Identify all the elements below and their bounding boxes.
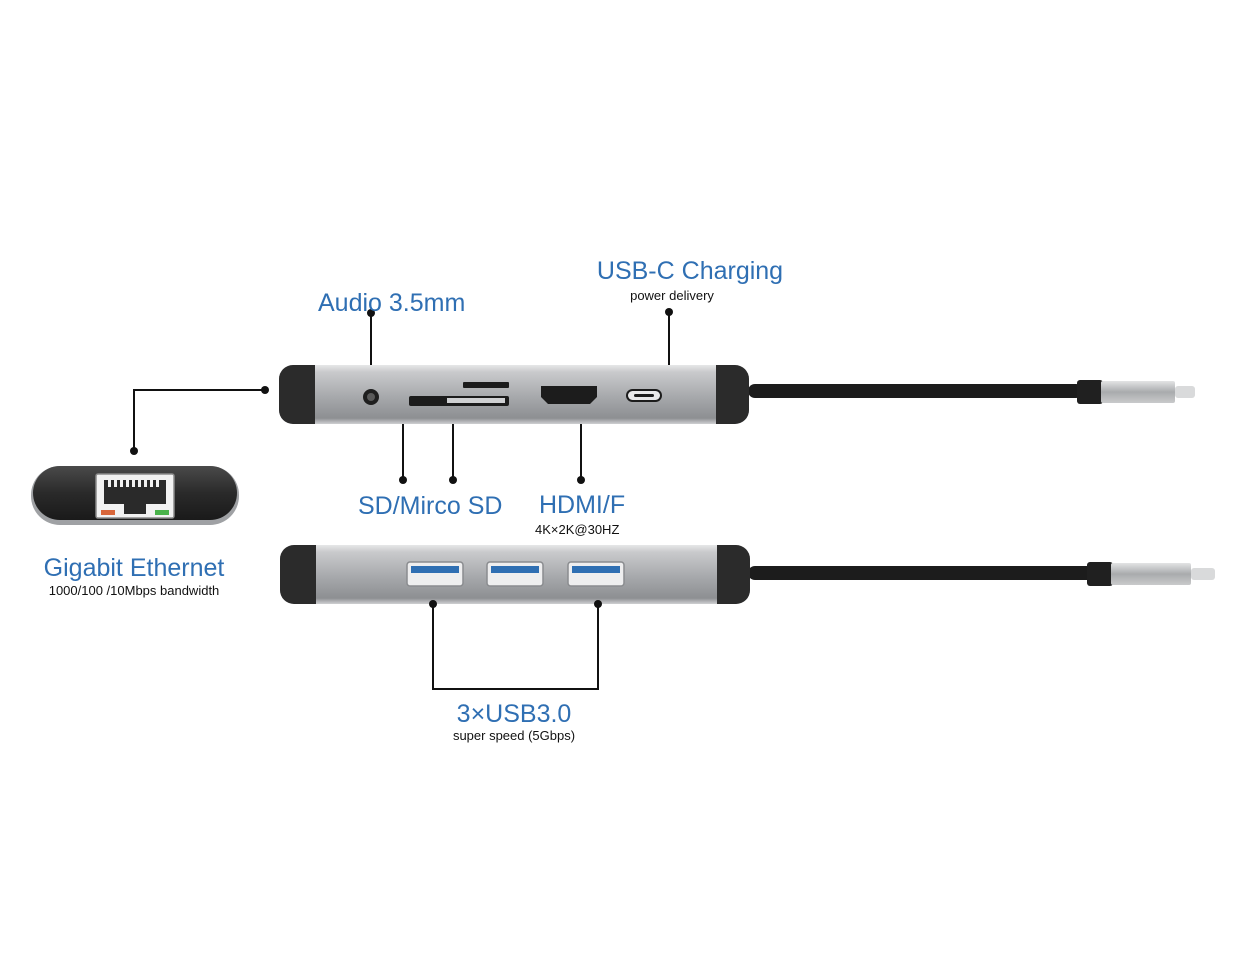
usbc-label: USB-C Charging: [596, 257, 784, 285]
ethernet-label: Gigabit Ethernet: [43, 554, 225, 582]
hub-top-cable: [748, 384, 1083, 398]
leader-dots: [130, 308, 673, 608]
hub-top-left-cap: [279, 365, 315, 424]
ethernet-led-orange: [101, 510, 115, 515]
hub-top-strain-relief: [1077, 380, 1103, 404]
ethernet-end-view: [31, 466, 239, 525]
hub-top-usb-c-plug: [1101, 381, 1175, 403]
usbc-sublabel: power delivery: [630, 288, 714, 303]
usb-a-port: [567, 561, 625, 587]
hdmi-label: HDMI/F: [539, 491, 626, 519]
hub-bottom: [280, 545, 1215, 604]
leader-usb3: [432, 604, 599, 690]
audio-label: Audio 3.5mm: [318, 289, 466, 317]
leader-ethernet: [133, 389, 265, 451]
hub-bottom-plug-tip: [1191, 568, 1215, 580]
hdmi-sublabel: 4K×2K@30HZ: [535, 522, 620, 537]
micro-sd-slot: [463, 382, 509, 388]
hub-bottom-right-cap: [717, 545, 750, 604]
usb-a-port: [406, 561, 464, 587]
hub-bottom-cable: [748, 566, 1095, 580]
sd-label: SD/Mirco SD: [358, 492, 503, 520]
usb3-label: 3×USB3.0: [456, 700, 572, 728]
hub-bottom-usb-c-plug: [1111, 563, 1191, 585]
ethernet-sublabel: 1000/100 /10Mbps bandwidth: [48, 583, 220, 598]
ethernet-led-green: [155, 510, 169, 515]
hdmi-port: [541, 386, 597, 404]
hub-bottom-left-cap: [280, 545, 316, 604]
usb3-sublabel: super speed (5Gbps): [452, 728, 576, 743]
hub-top-body: [279, 365, 749, 424]
hub-bottom-strain-relief: [1087, 562, 1113, 586]
leader-lines: [133, 312, 670, 690]
usb-a-port: [486, 561, 544, 587]
hub-top-plug-tip: [1175, 386, 1195, 398]
hub-top-right-cap: [716, 365, 749, 424]
rj45-port-icon: [95, 473, 175, 519]
hub-top: [279, 365, 1195, 424]
